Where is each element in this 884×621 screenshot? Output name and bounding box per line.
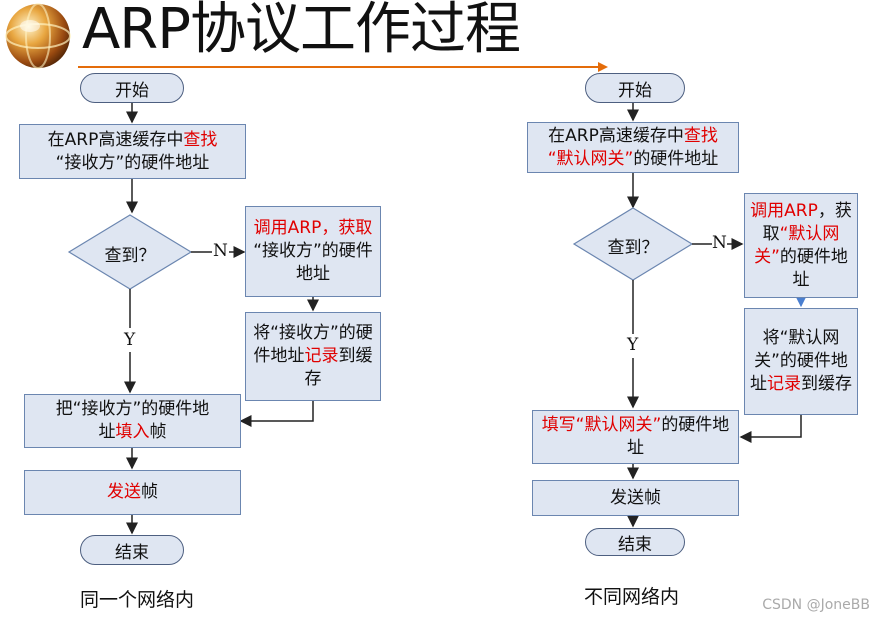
left-no-label: N <box>213 241 228 261</box>
right-call-arp-box: 调用ARP，获取“默认网关”的硬件地址 <box>744 193 858 298</box>
left-record-box: 将“接收方”的硬件地址记录到缓存 <box>245 312 381 401</box>
left-fill-text-2: 址 <box>98 422 116 442</box>
left-edge-record-fill <box>239 401 314 427</box>
right-call-arp-red-1: 调用ARP <box>750 200 818 221</box>
right-record-text-2: 到缓存 <box>801 374 852 394</box>
right-end-label: 结束 <box>618 534 652 555</box>
right-no-label: N <box>712 233 727 253</box>
right-send-box: 发送帧 <box>532 480 739 516</box>
left-record-red-2: 录 <box>321 346 339 366</box>
left-send-box: 发送帧 <box>24 470 241 515</box>
left-decision-label: 查到？ <box>104 246 156 266</box>
right-fill-box: 填写“默认网关”的硬件地址 <box>532 410 739 464</box>
right-lookup-text-2: 的硬件地址 <box>633 148 719 169</box>
right-fill-text: 的硬件地址 <box>627 415 730 458</box>
left-start-label: 开始 <box>115 80 149 101</box>
right-fill-red: 填写“默认网关” <box>541 415 662 435</box>
right-record-red: 记录 <box>767 374 801 394</box>
right-send-label: 发送帧 <box>610 487 661 508</box>
left-record-text-2: 到缓存 <box>304 346 373 389</box>
right-yes-label: Y <box>627 335 639 355</box>
right-decision-label: 查到？ <box>607 238 659 258</box>
left-fill-text-3: 帧 <box>149 422 167 442</box>
right-caption: 不同网络内 <box>584 586 680 608</box>
left-end-terminator: 结束 <box>80 535 184 565</box>
right-start-label: 开始 <box>618 80 652 101</box>
left-start-terminator: 开始 <box>80 73 184 103</box>
globe-logo-icon <box>5 3 71 69</box>
right-edge-record-fill <box>739 415 802 443</box>
right-lookup-box: 在ARP高速缓存中查找 “默认网关”的硬件地址 <box>527 122 739 173</box>
left-lookup-box: 在ARP高速缓存中查找“接收方”的硬件地址 <box>19 124 246 179</box>
left-fill-red: 填入 <box>115 422 150 442</box>
left-lookup-text-1: 在ARP高速缓存中 <box>47 129 184 150</box>
page-title: ARP协议工作过程 <box>82 0 521 62</box>
left-call-arp-text: “接收方”的硬件地址 <box>253 241 373 284</box>
left-record-text-1: 将“接收方”的硬件地址 <box>253 323 373 366</box>
watermark: CSDN @JoneBB <box>762 597 870 613</box>
left-lookup-text-red: 查找 <box>183 129 218 150</box>
right-lookup-red-1: 查找 <box>683 125 718 146</box>
title-rule <box>78 66 600 68</box>
left-call-arp-box: 调用ARP，获取 “接收方”的硬件地址 <box>245 206 381 297</box>
right-end-terminator: 结束 <box>585 528 685 556</box>
left-send-text: 帧 <box>141 482 158 502</box>
left-end-label: 结束 <box>115 542 149 563</box>
right-call-arp-red-2: “默认网关” <box>754 223 840 267</box>
left-caption: 同一个网络内 <box>80 589 195 611</box>
right-start-terminator: 开始 <box>585 73 685 103</box>
right-call-arp-text-1: ，获 <box>817 200 852 221</box>
right-lookup-text-1: 在ARP高速缓存中 <box>548 125 684 146</box>
left-call-arp-red: 调用ARP，获取 <box>253 218 373 238</box>
left-record-red-1: 记 <box>304 346 322 366</box>
left-fill-text-1: 把“接收方”的硬件地 <box>55 399 210 419</box>
left-fill-box: 把“接收方”的硬件地址填入帧 <box>24 394 241 448</box>
right-record-text-1: 将“默认网关”的硬件地址 <box>750 328 848 394</box>
left-yes-label: Y <box>124 330 136 350</box>
right-lookup-red-2: “默认网关” <box>547 148 634 169</box>
right-record-box: 将“默认网关”的硬件地址记录到缓存 <box>744 308 858 415</box>
left-send-red: 发送 <box>107 482 141 502</box>
right-call-arp-text-2: 取 <box>762 223 780 244</box>
title-rule-arrowhead <box>598 62 608 72</box>
right-call-arp-text-3: 的硬件地址 <box>779 246 848 290</box>
left-lookup-text-2: “接收方”的硬件地址 <box>55 152 210 173</box>
